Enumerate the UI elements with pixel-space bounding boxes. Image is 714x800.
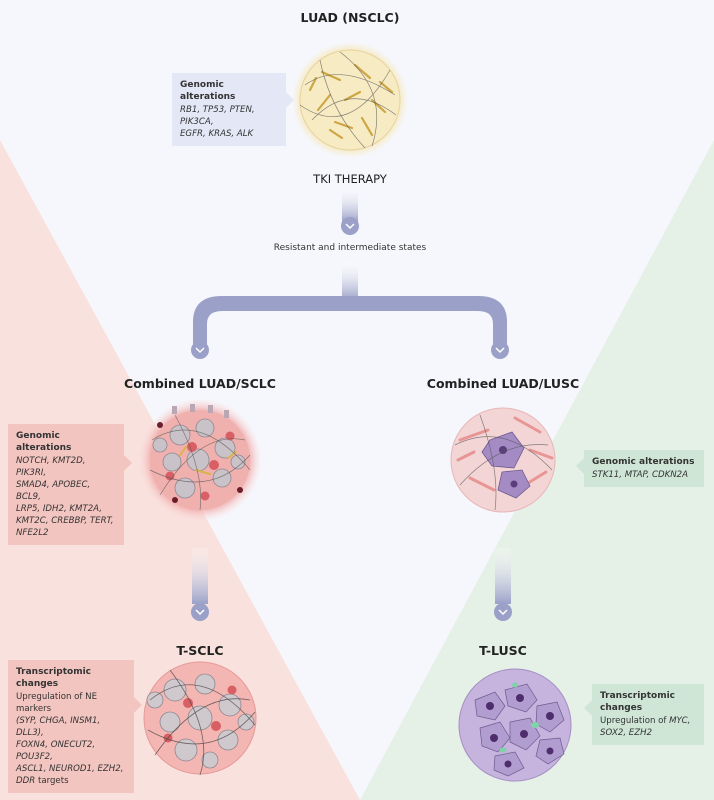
box-line-italic: DDR xyxy=(16,776,36,786)
luad-genomic-alterations-box: Genomic alterations RB1, TP53, PTEN, PIK… xyxy=(172,73,286,146)
combined-luad-sclc-title: Combined LUAD/SCLC xyxy=(124,376,276,391)
box-line: SMAD4, APOBEC, BCL9, xyxy=(16,480,91,502)
tki-therapy-label: TKI THERAPY xyxy=(313,172,387,186)
luad-tumor-illustration xyxy=(292,42,408,158)
box-line: KMT2C, CREBBP, TERT, xyxy=(16,516,114,526)
box-line: RB1, TP53, PTEN, PIK3CA, xyxy=(180,105,255,127)
luad-lusc-tumor-illustration xyxy=(450,407,556,513)
box-line-italic: MYC, xyxy=(669,716,691,726)
branch-arrow xyxy=(191,262,509,359)
box-line: NOTCH, KMT2D, PIK3RI, xyxy=(16,456,86,478)
t-lusc-title: T-LUSC xyxy=(479,643,527,658)
box-line-plain: Upregulation of xyxy=(600,716,670,726)
box-line: FOXN4, ONECUT2, POU3F2, xyxy=(16,740,96,762)
box-line: STK11, MTAP, CDKN2A xyxy=(592,470,688,480)
arrow-tki-down xyxy=(341,188,359,235)
box-pointer xyxy=(584,700,592,716)
box-pointer xyxy=(286,92,294,108)
t-sclc-title: T-SCLC xyxy=(176,643,224,658)
box-heading: Transcriptomic changes xyxy=(16,667,92,689)
box-line: ASCL1, NEUROD1, EZH2, xyxy=(16,764,124,774)
box-heading: Transcriptomic changes xyxy=(600,691,676,713)
t-sclc-transcriptomic-box: Transcriptomic changes Upregulation of N… xyxy=(8,660,134,793)
t-lusc-transcriptomic-box: Transcriptomic changes Upregulation of M… xyxy=(592,684,704,745)
t-lusc-tumor-illustration xyxy=(458,668,572,782)
box-heading: Genomic alterations xyxy=(180,80,236,102)
luad-sclc-genomic-alterations-box: Genomic alterations NOTCH, KMT2D, PIK3RI… xyxy=(8,424,124,545)
luad-lusc-genomic-alterations-box: Genomic alterations STK11, MTAP, CDKN2A xyxy=(584,450,704,487)
t-sclc-tumor-illustration xyxy=(143,661,257,776)
box-pointer xyxy=(576,458,584,474)
box-heading: Genomic alterations xyxy=(592,457,695,467)
box-line: Upregulation of MYC, xyxy=(600,715,696,727)
box-line: DDR targets xyxy=(16,775,126,787)
box-line: SOX2, EZH2 xyxy=(600,728,653,738)
luad-sclc-tumor-illustration xyxy=(138,398,262,522)
luad-nsclc-title: LUAD (NSCLC) xyxy=(300,10,400,25)
arrow-lusc-down xyxy=(494,548,512,621)
box-line: NFE2L2 xyxy=(16,528,49,538)
box-line: Upregulation of NE markers xyxy=(16,692,97,714)
box-line: LRP5, IDH2, KMT2A, xyxy=(16,504,102,514)
box-heading: Genomic alterations xyxy=(16,431,72,453)
box-line: (SYP, CHGA, INSM1, DLL3), xyxy=(16,716,101,738)
resistant-states-label: Resistant and intermediate states xyxy=(273,243,427,253)
box-pointer xyxy=(134,697,142,713)
arrow-sclc-down xyxy=(191,548,209,621)
box-line-plain: targets xyxy=(35,776,69,786)
combined-luad-lusc-title: Combined LUAD/LUSC xyxy=(426,376,580,391)
box-line: EGFR, KRAS, ALK xyxy=(180,129,254,139)
box-pointer xyxy=(124,455,132,471)
